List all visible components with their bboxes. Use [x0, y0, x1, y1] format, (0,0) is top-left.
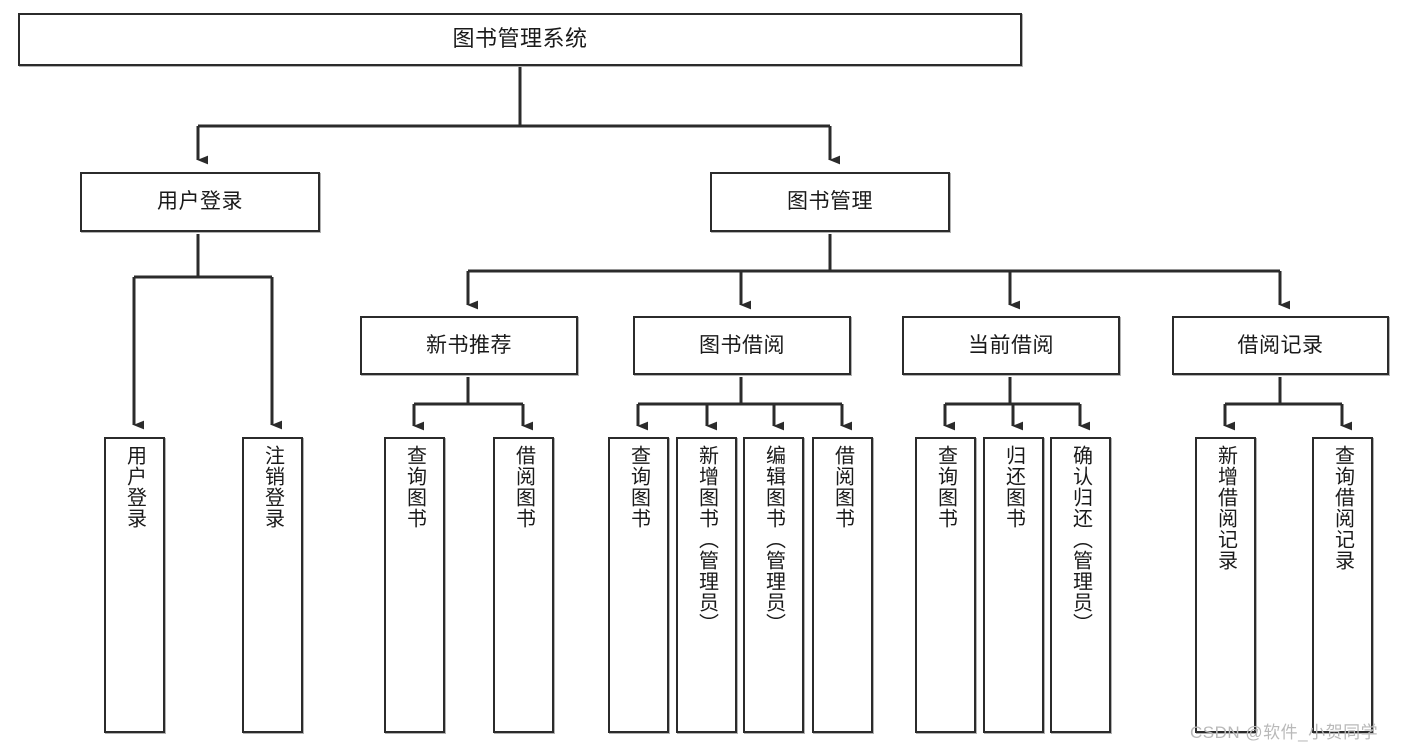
leaf-new-book-borrow[interactable]: 借阅图书: [493, 437, 554, 733]
leaf-current-return-book[interactable]: 归还图书: [983, 437, 1044, 733]
leaf-borrow-borrow-book[interactable]: 借阅图书: [812, 437, 873, 733]
node-borrow-records[interactable]: 借阅记录: [1172, 316, 1389, 375]
node-book-borrow[interactable]: 图书借阅: [633, 316, 851, 375]
node-current-borrow[interactable]: 当前借阅: [902, 316, 1120, 375]
leaf-records-add-record[interactable]: 新增借阅记录: [1195, 437, 1256, 733]
node-label: 借阅图书: [831, 445, 854, 529]
node-label: 归还图书: [1002, 445, 1025, 529]
leaf-user-login-logout[interactable]: 注销登录: [242, 437, 303, 733]
node-label: 查询图书: [627, 445, 650, 529]
node-label: 查询借阅记录: [1331, 445, 1354, 571]
node-label: 新书推荐: [426, 333, 512, 357]
node-label: 查询图书: [934, 445, 957, 529]
node-root-system[interactable]: 图书管理系统: [18, 13, 1022, 66]
node-user-login[interactable]: 用户登录: [80, 172, 320, 232]
node-label: 图书借阅: [699, 333, 785, 357]
node-label: 借阅图书: [512, 445, 535, 529]
csdn-watermark: CSDN @软件_小贺同学: [1190, 723, 1379, 742]
node-label: 借阅记录: [1237, 333, 1324, 357]
node-label: 注销登录: [261, 445, 284, 529]
leaf-borrow-add-book-admin[interactable]: 新增图书（管理员）: [676, 437, 737, 733]
node-new-book-recommend[interactable]: 新书推荐: [360, 316, 578, 375]
node-label: 查询图书: [403, 445, 426, 529]
node-label: 图书管理系统: [452, 26, 588, 52]
leaf-current-query-book[interactable]: 查询图书: [915, 437, 976, 733]
node-label: 编辑图书（管理员）: [762, 445, 785, 634]
node-label: 新增借阅记录: [1214, 445, 1237, 571]
leaf-borrow-query-book[interactable]: 查询图书: [608, 437, 669, 733]
node-label: 当前借阅: [968, 333, 1054, 357]
leaf-records-query-record[interactable]: 查询借阅记录: [1312, 437, 1373, 733]
node-label: 确认归还（管理员）: [1069, 445, 1092, 634]
leaf-user-login-login[interactable]: 用户登录: [104, 437, 165, 733]
leaf-new-book-query[interactable]: 查询图书: [384, 437, 445, 733]
leaf-borrow-edit-book-admin[interactable]: 编辑图书（管理员）: [743, 437, 804, 733]
node-label: 图书管理: [787, 190, 873, 214]
node-book-management[interactable]: 图书管理: [710, 172, 950, 232]
node-label: 新增图书（管理员）: [695, 445, 718, 634]
leaf-current-confirm-return-admin[interactable]: 确认归还（管理员）: [1050, 437, 1111, 733]
node-label: 用户登录: [123, 445, 146, 529]
node-label: 用户登录: [157, 190, 243, 214]
